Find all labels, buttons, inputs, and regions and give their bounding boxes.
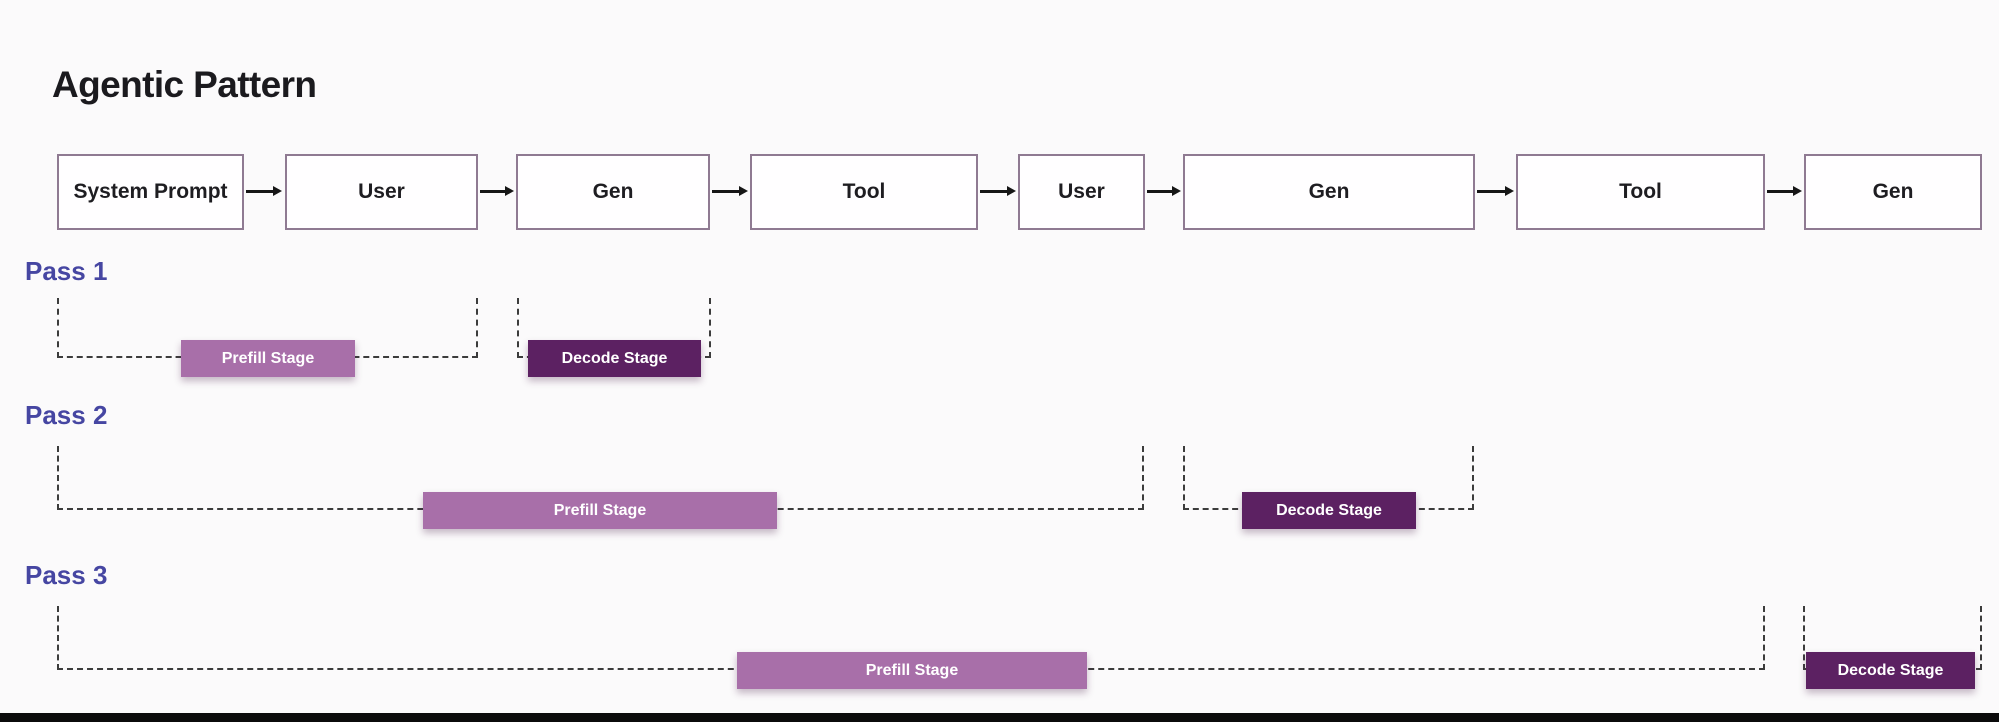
flow-box-label: Tool [1619,180,1662,203]
page-title: Agentic Pattern [52,64,317,105]
bottom-bar [0,713,1999,722]
flow-arrow [480,186,514,195]
flow-arrow [1767,186,1802,195]
pass-1-label: Pass 1 [25,256,108,286]
pass-2-label: Pass 2 [25,400,108,430]
pass-1-prefill-stage-box: Prefill Stage [181,340,355,377]
decode-stage-label: Decode Stage [1276,501,1382,519]
pass-2-decode-stage-box: Decode Stage [1242,492,1416,529]
flow-arrow [1477,186,1514,195]
flow-box-user-1: User [285,154,478,230]
flow-box-label: Gen [592,180,634,203]
pass-1-decode-stage-box: Decode Stage [528,340,701,377]
flow-box-label: Tool [842,180,886,203]
pass-3-label: Pass 3 [25,560,108,590]
flow-box-gen-2: Gen [1183,154,1475,230]
decode-stage-label: Decode Stage [1837,661,1944,679]
pass-3-decode-stage-box: Decode Stage [1806,652,1975,689]
flow-box-gen-3: Gen [1804,154,1982,230]
flow-box-label: System Prompt [73,180,228,203]
flow-box-label: Gen [1308,180,1350,203]
flow-box-gen-1: Gen [516,154,710,230]
flow-arrow [712,186,748,195]
decode-stage-label: Decode Stage [561,349,668,367]
flow-box-label: Gen [1872,180,1914,203]
pass-3-prefill-stage-box: Prefill Stage [737,652,1087,689]
flow-box-tool-2: Tool [1516,154,1765,230]
flow-box-user-2: User [1018,154,1145,230]
flow-box-label: User [358,180,405,203]
prefill-stage-label: Prefill Stage [221,349,315,367]
flow-box-system-prompt: System Prompt [57,154,244,230]
flow-arrow [980,186,1016,195]
flow-arrow [1147,186,1181,195]
flow-box-tool-1: Tool [750,154,978,230]
prefill-stage-label: Prefill Stage [865,661,959,679]
pass-2-prefill-stage-box: Prefill Stage [423,492,777,529]
flow-arrow [246,186,282,195]
prefill-stage-label: Prefill Stage [553,501,647,519]
flow-box-label: User [1058,180,1105,203]
